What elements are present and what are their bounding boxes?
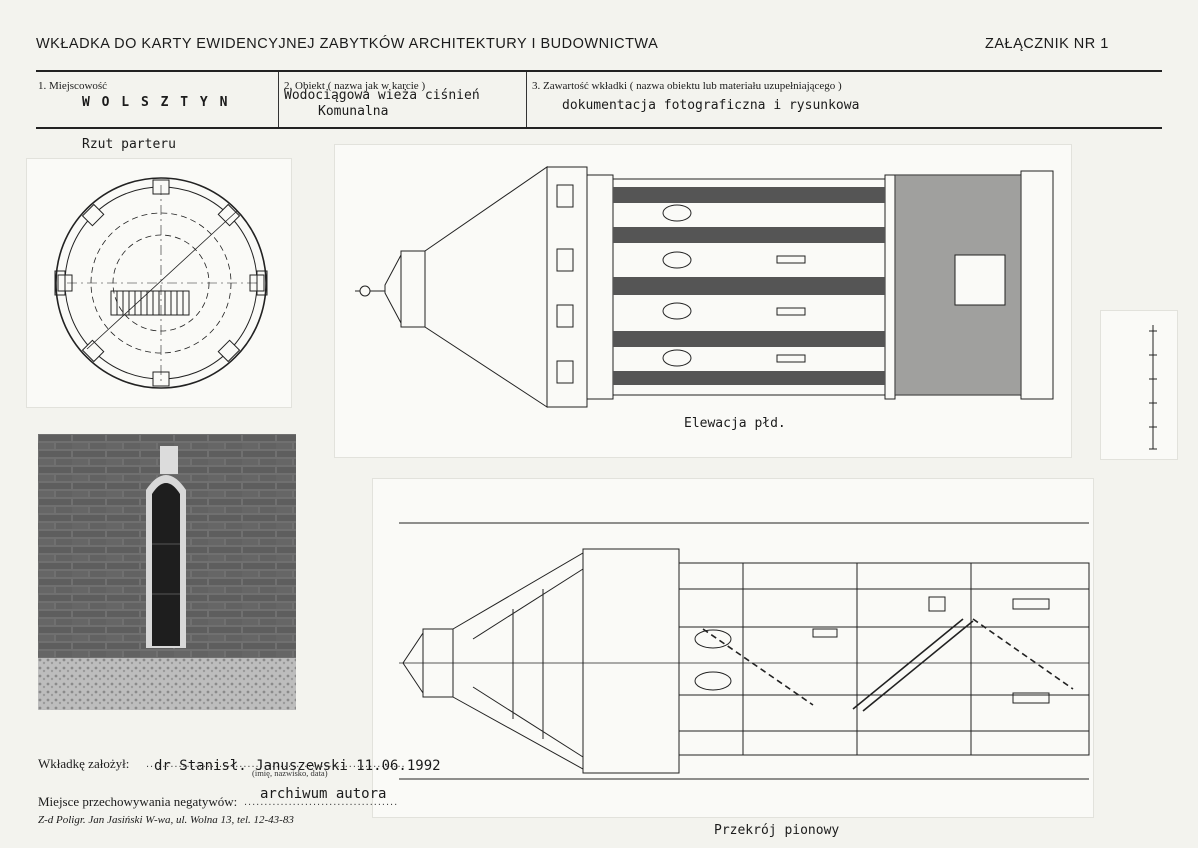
field-divider bbox=[526, 72, 527, 128]
section-drawing bbox=[372, 478, 1094, 818]
elevation-svg bbox=[355, 166, 1054, 408]
plan-title: Rzut parteru bbox=[82, 137, 176, 152]
bottom-rule bbox=[36, 127, 1162, 129]
photo-svg bbox=[38, 434, 296, 710]
document-title: WKŁADKA DO KARTY EWIDENCYJNEJ ZABYTKÓW A… bbox=[36, 36, 659, 52]
object-value-line2: Komunalna bbox=[318, 104, 389, 119]
location-label: 1. Miejscowość bbox=[38, 80, 108, 92]
printer-note: Z-d Poligr. Jan Jasiński W-wa, ul. Wolna… bbox=[38, 814, 294, 826]
content-value: dokumentacja fotograficzna i rysunkowa bbox=[562, 98, 860, 113]
negatives-dotted-line: ...................................... bbox=[244, 796, 399, 808]
negatives-label: Miejsce przechowywania negatywów: bbox=[38, 794, 238, 809]
scale-svg bbox=[1149, 325, 1157, 450]
negatives-value: archiwum autora bbox=[260, 786, 387, 802]
author-dotted-line: ........................................… bbox=[146, 758, 406, 770]
plan-drawing bbox=[26, 158, 292, 408]
top-rule bbox=[36, 70, 1162, 72]
section-title: Przekrój pionowy bbox=[714, 823, 840, 838]
scale-strip bbox=[1100, 310, 1178, 460]
photograph bbox=[38, 434, 296, 710]
annex-number: ZAŁĄCZNIK NR 1 bbox=[985, 36, 1109, 52]
plan-svg bbox=[54, 177, 268, 389]
field-divider bbox=[278, 72, 279, 128]
author-hint: (imię, nazwisko, data) bbox=[252, 768, 328, 778]
author-value: dr Stanisł. Januszewski 11.06.1992 bbox=[154, 758, 441, 774]
section-svg bbox=[399, 522, 1090, 780]
elevation-title: Elewacja płd. bbox=[684, 416, 786, 431]
elevation-drawing bbox=[334, 144, 1072, 458]
object-value-line1: Wodociągowa wieża ciśnień bbox=[284, 88, 480, 103]
location-value: W O L S Z T Y N bbox=[82, 95, 230, 110]
author-label: Wkładkę założył: bbox=[38, 756, 130, 771]
object-label: 2. Obiekt ( nazwa jak w karcie ) bbox=[284, 80, 426, 92]
content-label: 3. Zawartość wkładki ( nazwa obiektu lub… bbox=[532, 80, 842, 92]
